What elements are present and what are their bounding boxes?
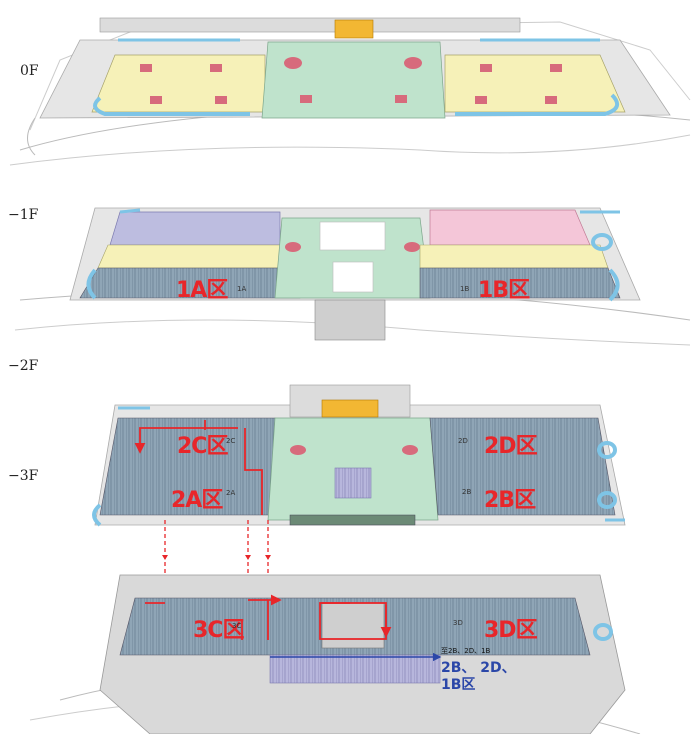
route-to-label: 至2B、2D、1B xyxy=(441,647,491,655)
floor-label-minus1f: −1F xyxy=(8,207,39,223)
zone-label-2a: 2A区 xyxy=(171,488,223,513)
route-destination-line2: 1B区 xyxy=(441,677,476,693)
zone-code-3d: 3D xyxy=(453,619,463,627)
floor-label-0f: 0F xyxy=(20,63,39,79)
zone-code-2a: 2A xyxy=(226,489,236,497)
zone-code-2b: 2B xyxy=(462,488,472,496)
floor-0f-plan xyxy=(9,17,691,166)
route-destination-line1: 2B、 2D、 xyxy=(441,660,516,676)
zone-label-2b: 2B区 xyxy=(484,488,536,513)
zone-code-2d: 2D xyxy=(458,437,468,445)
floor-minus3f-plan xyxy=(29,574,641,735)
floor-label-minus3f: −3F xyxy=(8,468,39,484)
zone-code-2c: 2C xyxy=(226,437,236,445)
zone-code-1a: 1A xyxy=(237,285,247,293)
zone-label-1a: 1A区 xyxy=(176,278,228,303)
zone-code-3c: 3C xyxy=(232,622,242,630)
zone-code-1b: 1B xyxy=(460,285,470,293)
floor-minus1f-plan xyxy=(14,207,691,346)
zone-label-1b: 1B区 xyxy=(478,278,530,303)
zone-label-3d: 3D区 xyxy=(484,618,538,643)
floor-minus2f-plan xyxy=(92,384,626,527)
zone-label-3c: 3C区 xyxy=(193,618,244,643)
zone-label-2d: 2D区 xyxy=(484,434,538,459)
floor-label-minus2f: −2F xyxy=(8,358,39,374)
zone-label-2c: 2C区 xyxy=(177,434,228,459)
